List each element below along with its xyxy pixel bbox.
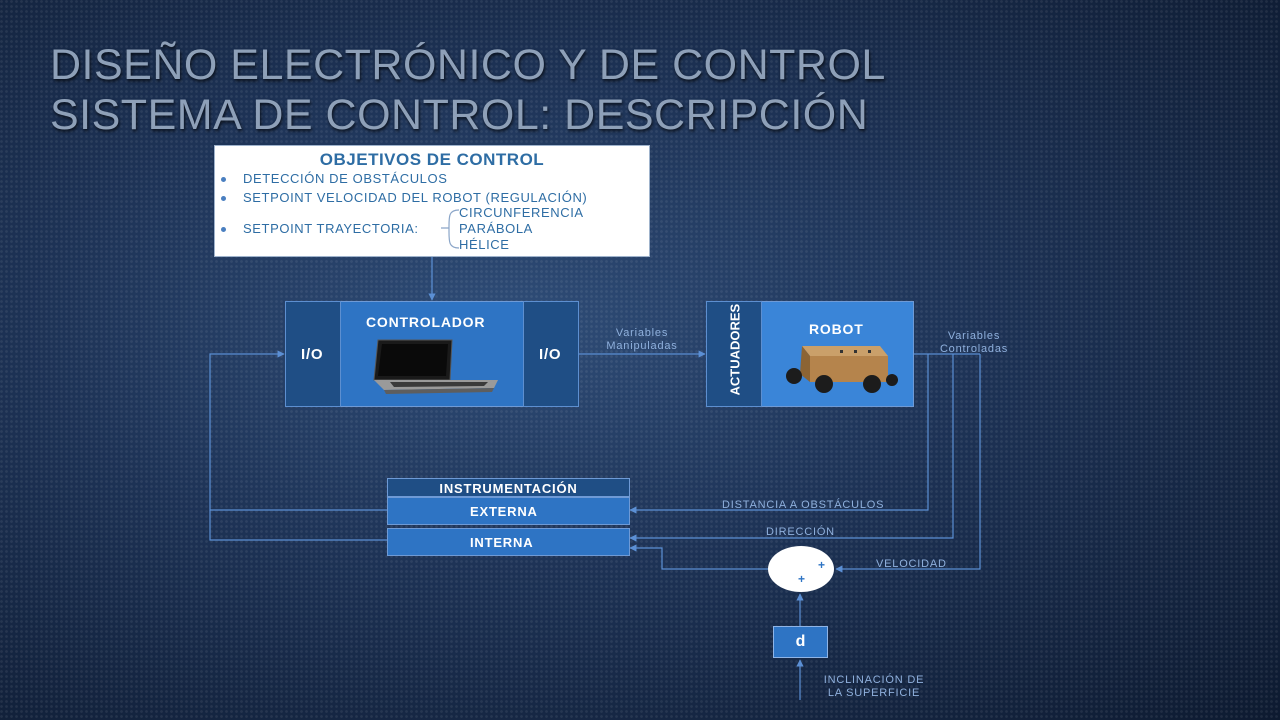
objectives-heading: OBJETIVOS DE CONTROL	[319, 150, 545, 169]
instrumentation-header: INSTRUMENTACIÓN	[387, 478, 630, 497]
brace-icon	[441, 209, 460, 249]
inclination-line-2: LA SUPERFICIE	[827, 687, 921, 699]
inclination-line-1: INCLINACIÓN DE	[823, 674, 925, 686]
internal-block: INTERNA	[387, 528, 630, 556]
title-line-1: Diseño electrónico y de control	[50, 41, 886, 89]
controlled-line-1: Variables	[947, 330, 1001, 342]
objective-item: SETPOINT TRAYECTORIA:	[243, 221, 419, 236]
velocity-label: VELOCIDAD	[876, 558, 947, 570]
sum-to-internal-line	[629, 544, 768, 570]
instrumentation-label: INSTRUMENTACIÓN	[439, 481, 578, 496]
external-label: EXTERNA	[470, 504, 538, 519]
bullet-icon	[221, 177, 226, 182]
internal-feedback-line	[209, 510, 388, 541]
io-right-block: I/O	[523, 301, 579, 407]
actuators-label: ACTUADORES	[727, 303, 743, 396]
controlled-line-2: Controladas	[939, 343, 1009, 355]
bullet-icon	[221, 227, 226, 232]
robot-image	[786, 346, 898, 393]
distance-label: DISTANCIA A OBSTÁCULOS	[722, 499, 885, 511]
plus-sign-bottom: +	[798, 572, 806, 586]
external-block: EXTERNA	[387, 497, 630, 525]
inclination-label: INCLINACIÓN DE LA SUPERFICIE	[812, 674, 936, 700]
disturbance-block: d	[773, 626, 828, 658]
manipulated-variables-label: Variables Manipuladas	[594, 327, 690, 353]
actuators-block: ACTUADORES	[706, 301, 762, 407]
objectives-box: OBJETIVOS DE CONTROL DETECCIÓN DE OBSTÁC…	[214, 145, 650, 257]
manipulated-line-2: Manipuladas	[606, 340, 678, 352]
external-feedback-line	[209, 350, 388, 511]
summing-junction: + +	[768, 546, 834, 592]
trajectory-option: CIRCUNFERENCIA	[459, 205, 584, 220]
io-right-label: I/O	[539, 346, 562, 363]
page-title: Diseño electrónico y de control Sistema …	[50, 40, 886, 140]
direction-feedback-line	[629, 354, 954, 542]
plus-sign-right: +	[818, 558, 826, 572]
manipulated-line-1: Variables	[615, 327, 669, 339]
trajectory-option: HÉLICE	[459, 237, 510, 252]
title-line-2: Sistema de control: descripción	[50, 91, 869, 139]
controller-label: CONTROLADOR	[366, 314, 486, 330]
direction-label: DIRECCIÓN	[766, 526, 835, 538]
distance-feedback-line	[629, 354, 929, 514]
laptop-icon	[373, 339, 498, 394]
io-left-label: I/O	[301, 346, 324, 363]
bullet-icon	[221, 196, 226, 201]
trajectory-option: PARÁBOLA	[459, 221, 533, 236]
internal-label: INTERNA	[470, 535, 534, 550]
robot-label: ROBOT	[809, 321, 864, 337]
velocity-line	[835, 354, 981, 573]
objective-item: SETPOINT VELOCIDAD DEL ROBOT (REGULACIÓN…	[243, 190, 588, 205]
objective-item: DETECCIÓN DE OBSTÁCULOS	[243, 171, 448, 186]
io-left-block: I/O	[285, 301, 341, 407]
controlled-variables-label: Variables Controladas	[926, 330, 1022, 356]
